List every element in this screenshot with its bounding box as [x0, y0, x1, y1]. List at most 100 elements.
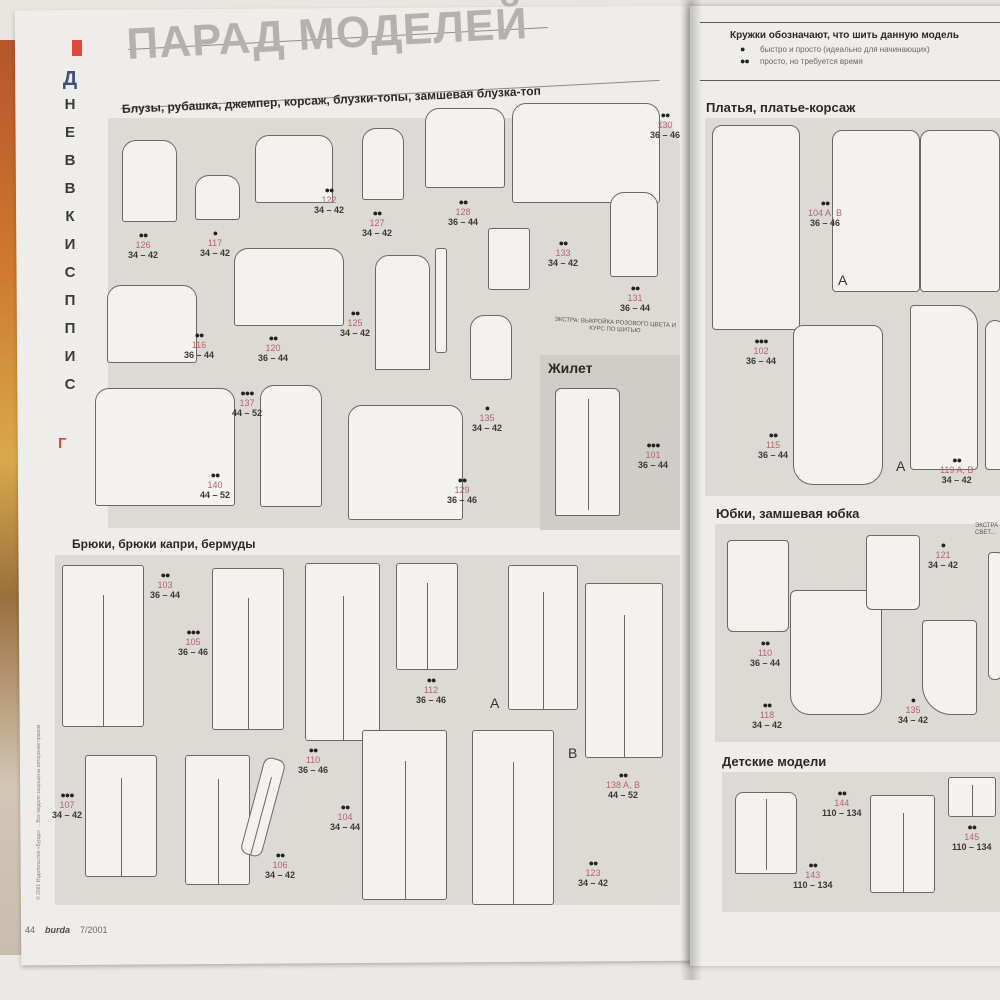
garment-illustration — [234, 248, 344, 326]
sidebar-letter: И — [64, 236, 76, 253]
garment-illustration — [107, 285, 197, 363]
garment-illustration — [790, 590, 882, 715]
garment-illustration — [735, 792, 797, 874]
section-heading-dresses: Платья, платье-корсаж — [706, 100, 856, 115]
garment-illustration — [472, 730, 554, 905]
sidebar-letter: П — [64, 320, 76, 337]
legal-text: © 2001 Издательство «Бурда» ... Все моде… — [36, 724, 42, 900]
section-heading-trousers: Брюки, брюки капри, бермуды — [72, 537, 256, 551]
legend-item: ●быстро и просто (идеально для начинающи… — [740, 44, 930, 54]
sidebar-letter: В — [64, 180, 76, 197]
section-heading-kids: Детские модели — [722, 754, 827, 769]
variant-label: A — [490, 695, 500, 711]
variant-label: B — [568, 745, 578, 761]
garment-illustration — [396, 563, 458, 670]
garment-illustration — [195, 175, 240, 220]
garment-illustration — [832, 130, 920, 292]
garment-illustration — [362, 730, 447, 900]
red-marker — [72, 40, 82, 56]
garment-illustration — [948, 777, 996, 817]
garment-illustration — [425, 108, 505, 188]
section-heading-skirts: Юбки, замшевая юбка — [716, 506, 860, 521]
sidebar-letter: П — [64, 292, 76, 309]
garment-illustration — [470, 315, 512, 380]
garment-illustration — [260, 385, 322, 507]
garment-illustration — [555, 388, 620, 516]
garment-illustration — [62, 565, 144, 727]
garment-illustration — [508, 565, 578, 710]
section-heading-vest: Жилет — [548, 360, 593, 376]
garment-illustration — [712, 125, 800, 330]
sidebar-index: Д Н Е В В К И С П П И С — [50, 40, 82, 404]
sidebar-letter: Д — [62, 68, 78, 90]
garment-illustration — [122, 140, 177, 222]
sidebar-letter: К — [65, 208, 75, 225]
legend-title: Кружки обозначают, что шить данную модел… — [730, 30, 960, 41]
sidebar-letter: Н — [64, 96, 76, 113]
garment-illustration — [922, 620, 977, 715]
legend-item: ●●просто, но требуется время — [740, 56, 863, 66]
sidebar-letter: В — [64, 152, 76, 169]
garment-illustration — [910, 305, 978, 470]
garment-illustration — [870, 795, 935, 893]
garment-illustration — [362, 128, 404, 200]
garment-illustration — [348, 405, 463, 520]
page-number: 44 — [25, 925, 36, 935]
garment-illustration — [866, 535, 920, 610]
sidebar-letter: И — [64, 348, 76, 365]
difficulty-legend: Кружки обозначают, что шить данную модел… — [730, 30, 959, 66]
garment-illustration — [375, 255, 430, 370]
sidebar-letter: С — [64, 264, 76, 281]
sidebar-bottom-letter: Г — [58, 435, 67, 452]
garment-illustration — [212, 568, 284, 730]
garment-illustration — [255, 135, 333, 203]
variant-label: A — [838, 272, 848, 288]
garment-illustration — [920, 130, 1000, 292]
sidebar-letter: Е — [64, 124, 75, 141]
issue-number: 7/2001 — [80, 925, 108, 935]
brand-logo: burda — [45, 925, 71, 935]
garment-illustration — [95, 388, 235, 506]
garment-illustration — [610, 192, 658, 277]
garment-illustration — [185, 755, 250, 885]
garment-illustration — [988, 552, 1000, 680]
garment-illustration — [488, 228, 530, 290]
garment-illustration — [85, 755, 157, 877]
garment-illustration — [727, 540, 789, 632]
sidebar-letter: С — [64, 376, 76, 393]
garment-illustration — [585, 583, 663, 758]
legend-rule — [700, 22, 1000, 23]
sidebar-letters: Д Н Е В В К И С П П И С — [50, 68, 77, 404]
garment-illustration — [793, 325, 883, 485]
